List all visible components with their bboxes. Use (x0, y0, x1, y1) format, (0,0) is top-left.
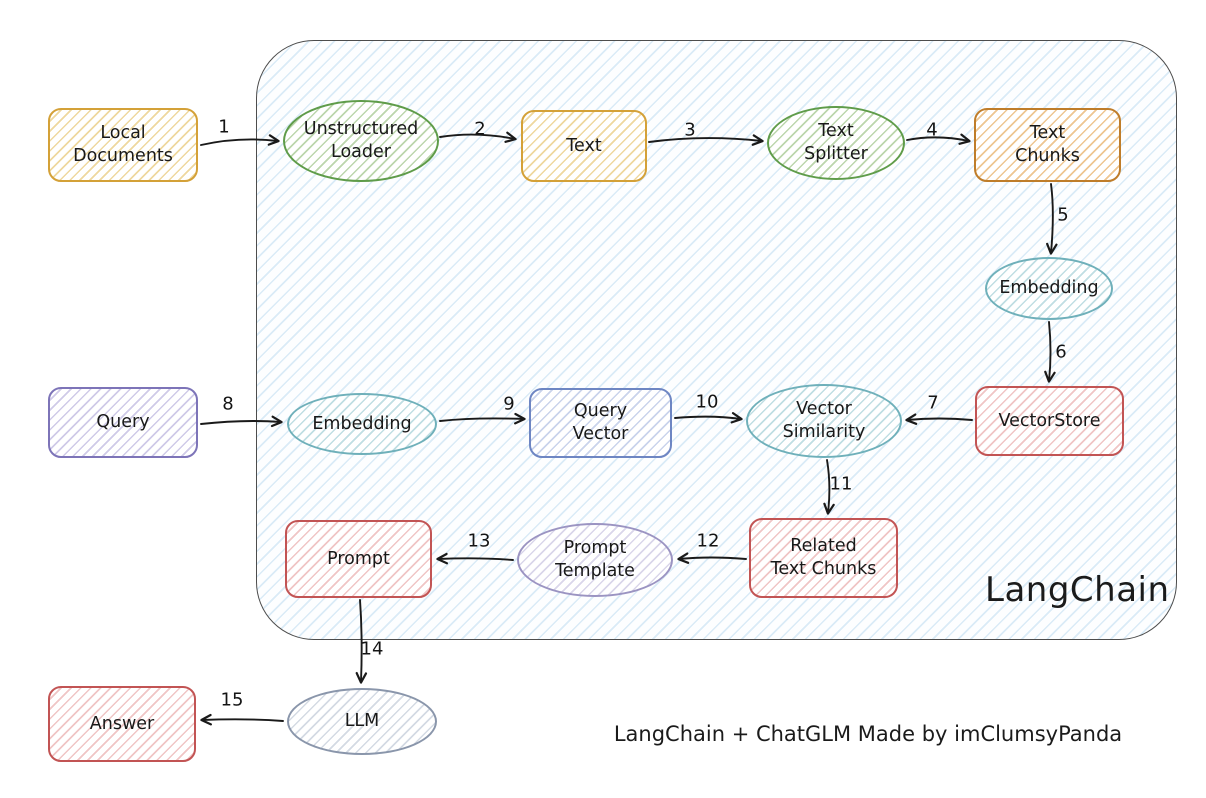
node-query-vector-label: Query Vector (572, 401, 629, 444)
node-query-vector: Query Vector (529, 388, 672, 458)
node-vector-similarity-label: Vector Similarity (782, 399, 866, 442)
node-text-splitter-label: Text Splitter (804, 121, 868, 164)
edge-label-4: 4 (926, 119, 938, 141)
node-answer-label: Answer (89, 713, 155, 734)
node-prompt-template: Prompt Template (517, 523, 673, 597)
edge-label-9: 9 (503, 393, 515, 415)
node-text-chunks: Text Chunks (974, 108, 1121, 182)
node-llm-label: LLM (344, 711, 380, 732)
node-vector-similarity: Vector Similarity (746, 384, 902, 458)
node-prompt: Prompt (285, 520, 432, 598)
node-embedding-docs: Embedding (985, 257, 1113, 320)
edge-label-10: 10 (695, 391, 719, 413)
node-unstructured-loader: Unstructured Loader (283, 100, 439, 182)
edge-label-1: 1 (218, 116, 230, 138)
node-local-documents-label: Local Documents (73, 123, 173, 166)
arrow-15 (200, 713, 284, 726)
edge-label-13: 13 (467, 530, 491, 552)
node-prompt-template-label: Prompt Template (555, 538, 635, 581)
node-embedding-query-label: Embedding (312, 413, 412, 434)
edge-label-14: 14 (360, 638, 384, 660)
edge-label-7: 7 (927, 392, 939, 414)
node-vectorstore: VectorStore (975, 386, 1124, 456)
node-related-text-chunks: Related Text Chunks (749, 518, 898, 598)
node-query: Query (48, 387, 198, 458)
edge-label-11: 11 (829, 473, 853, 495)
node-related-text-chunks-label: Related Text Chunks (770, 536, 877, 579)
edge-label-3: 3 (684, 119, 696, 141)
node-prompt-label: Prompt (327, 548, 390, 569)
edge-label-12: 12 (696, 530, 720, 552)
node-text-splitter: Text Splitter (767, 106, 905, 180)
node-text: Text (521, 110, 647, 182)
node-text-label: Text (566, 135, 602, 156)
diagram-caption: LangChain + ChatGLM Made by imClumsyPand… (613, 722, 1123, 746)
node-embedding-docs-label: Embedding (999, 278, 1099, 299)
edge-label-8: 8 (222, 393, 234, 415)
edge-label-5: 5 (1057, 204, 1069, 226)
edge-label-6: 6 (1055, 341, 1067, 363)
node-answer: Answer (48, 686, 196, 762)
node-local-documents: Local Documents (48, 108, 198, 182)
node-llm: LLM (287, 688, 437, 755)
node-embedding-query: Embedding (287, 393, 437, 455)
node-query-label: Query (96, 412, 150, 433)
node-text-chunks-label: Text Chunks (1015, 123, 1080, 166)
edge-label-2: 2 (474, 118, 486, 140)
edge-label-15: 15 (220, 689, 244, 711)
node-unstructured-loader-label: Unstructured Loader (303, 119, 419, 162)
langchain-container-title: LangChain (985, 570, 1170, 610)
node-vectorstore-label: VectorStore (998, 410, 1101, 431)
